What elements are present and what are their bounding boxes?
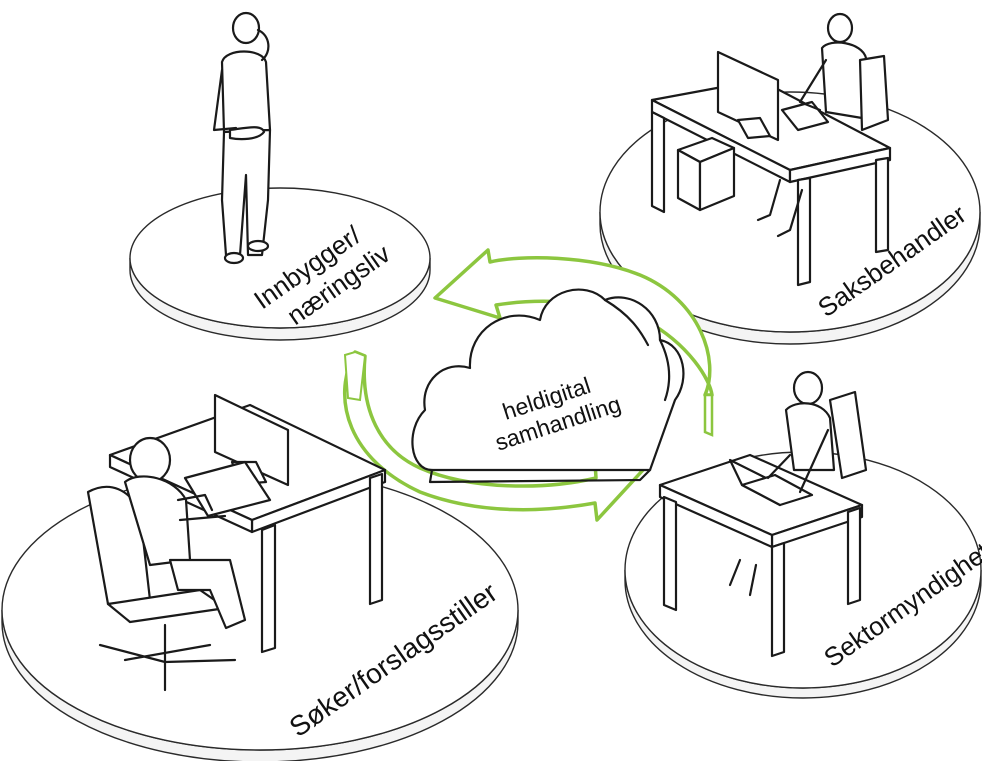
cloud-icon: [411, 288, 685, 484]
citizen-figure: [212, 11, 272, 265]
caseworker-workstation: [650, 12, 892, 287]
authority-workstation: [658, 370, 868, 658]
applicant-workstation: [86, 393, 387, 692]
upper-arrow: [433, 248, 714, 397]
cycle-arrows: [342, 248, 714, 522]
lower-arrow: [342, 350, 645, 522]
platform-innbygger: [129, 187, 431, 341]
